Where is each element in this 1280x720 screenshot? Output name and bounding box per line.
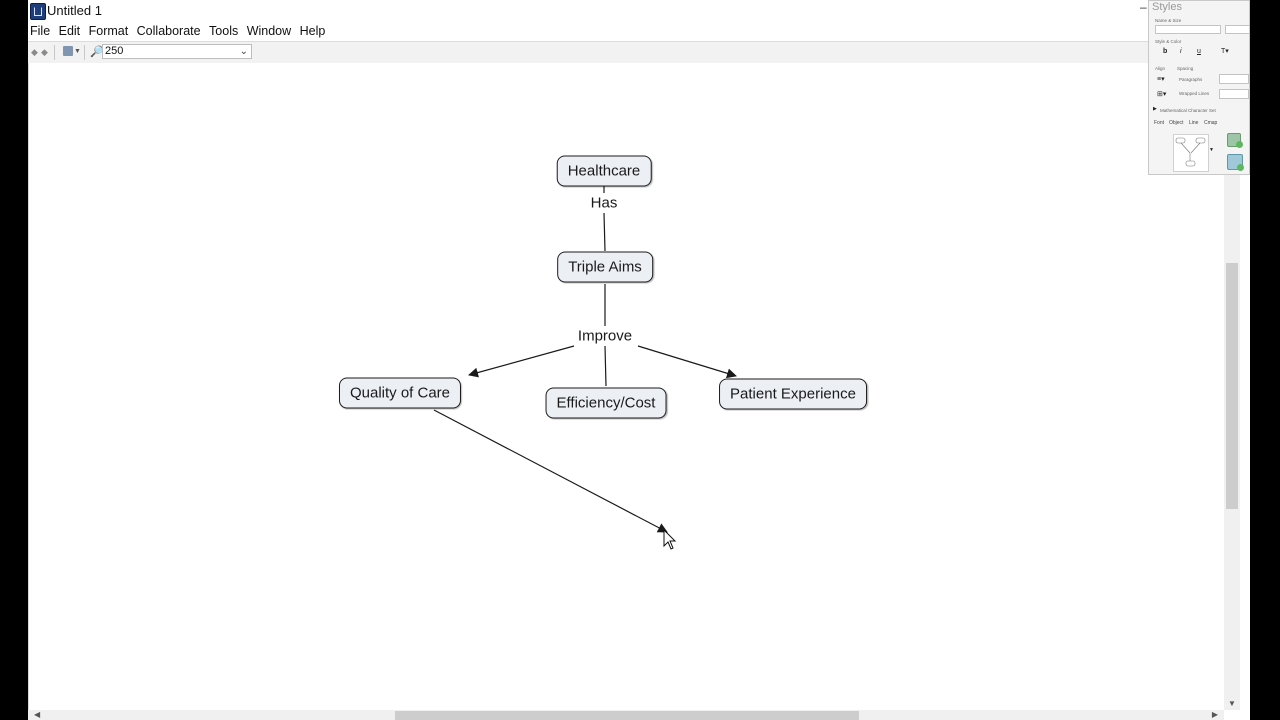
menu-window[interactable]: Window xyxy=(246,24,292,38)
screen-edge xyxy=(1250,0,1280,720)
map-preview-icon xyxy=(1175,137,1206,167)
menu-format[interactable]: Format xyxy=(88,24,129,38)
concept-healthcare[interactable]: Healthcare xyxy=(556,155,652,187)
bold-button[interactable]: b xyxy=(1163,48,1168,55)
forward-arrow-icon[interactable]: ◆ xyxy=(41,47,48,57)
minimize-icon[interactable]: – xyxy=(1140,0,1147,14)
paragraphs-spacing-input[interactable] xyxy=(1219,74,1249,84)
font-name-select[interactable] xyxy=(1155,25,1221,34)
menu-edit[interactable]: Edit xyxy=(58,24,81,38)
print-icon[interactable] xyxy=(63,46,73,56)
styles-panel-title: Styles xyxy=(1152,1,1182,13)
connector-line[interactable] xyxy=(604,345,607,387)
connector-arrow[interactable] xyxy=(637,345,737,379)
drag-connector-arrow[interactable] xyxy=(433,409,668,533)
vertical-scroll-thumb[interactable] xyxy=(1226,263,1238,509)
menu-file[interactable]: File xyxy=(30,24,51,38)
character-set-label[interactable]: Mathematical Character Set xyxy=(1160,108,1216,113)
wrapped-lines-label: Wrapped Lines xyxy=(1179,91,1210,96)
expand-triangle-icon[interactable]: ▶ xyxy=(1153,106,1157,112)
name-size-label: Name & Size xyxy=(1155,18,1182,23)
align-label: Align xyxy=(1155,66,1166,71)
menu-collaborate[interactable]: Collaborate xyxy=(136,24,201,38)
connector-line[interactable] xyxy=(603,212,606,252)
app-window: Untitled 1 File Edit Format Collaborate … xyxy=(28,0,1250,720)
back-arrow-icon[interactable]: ◆ xyxy=(31,47,38,57)
scroll-left-arrow-icon[interactable]: ◀ xyxy=(34,710,41,719)
zoom-value: 250 xyxy=(105,45,124,57)
title-bar: Untitled 1 xyxy=(28,0,1148,22)
horizontal-scrollbar[interactable]: ◀ ▶ xyxy=(28,710,1224,720)
styles-panel: Styles Name & Size Style & Color b i u T… xyxy=(1148,0,1250,175)
concept-quality-of-care[interactable]: Quality of Care xyxy=(338,377,462,409)
toolbar: ◆ ◆ ▼ 🔎 250 ⌄ xyxy=(28,41,1250,64)
align-center-icon[interactable]: ≡▾ xyxy=(1157,76,1165,83)
zoom-icon: 🔎 xyxy=(90,46,104,58)
text-color-icon[interactable]: T▾ xyxy=(1221,48,1229,55)
tab-object[interactable]: Object xyxy=(1169,120,1184,126)
underline-button[interactable]: u xyxy=(1197,48,1201,55)
italic-button[interactable]: i xyxy=(1180,48,1182,55)
new-style-sheet-icon[interactable] xyxy=(1227,154,1244,171)
tab-font[interactable]: Font xyxy=(1154,120,1165,126)
toolbar-separator xyxy=(84,45,85,60)
linking-phrase-improve[interactable]: Improve xyxy=(575,327,635,345)
connector-arrow[interactable] xyxy=(468,345,575,378)
wrapped-lines-spacing-input[interactable] xyxy=(1219,89,1249,99)
chevron-down-icon[interactable]: ⌄ xyxy=(239,46,248,57)
window-title: Untitled 1 xyxy=(47,3,102,18)
mouse-cursor-icon xyxy=(663,528,677,550)
paragraphs-label: Paragraphs xyxy=(1179,77,1203,82)
scroll-down-arrow-icon[interactable]: ▼ xyxy=(1228,699,1236,708)
menu-bar: File Edit Format Collaborate Tools Windo… xyxy=(28,22,1148,41)
zoom-select[interactable]: 250 ⌄ xyxy=(102,44,252,59)
style-preview-thumbnail[interactable] xyxy=(1173,134,1209,172)
chevron-down-icon[interactable]: ▼ xyxy=(74,48,81,55)
spacing-label: Spacing xyxy=(1177,66,1194,71)
scroll-right-arrow-icon[interactable]: ▶ xyxy=(1211,710,1218,719)
connection-lines xyxy=(433,186,737,550)
concept-map-canvas[interactable]: Healthcare Has Triple Aims Improve Quali… xyxy=(28,63,1225,710)
add-style-icon[interactable] xyxy=(1227,133,1243,148)
concept-triple-aims[interactable]: Triple Aims xyxy=(557,251,653,283)
tab-cmap[interactable]: Cmap xyxy=(1204,120,1218,126)
menu-tools[interactable]: Tools xyxy=(209,24,239,38)
tab-line[interactable]: Line xyxy=(1189,120,1199,126)
vertical-scrollbar[interactable]: ▼ xyxy=(1224,63,1240,710)
toolbar-separator xyxy=(54,45,55,60)
concept-patient-experience[interactable]: Patient Experience xyxy=(719,378,867,410)
linking-phrase-has[interactable]: Has xyxy=(588,194,620,212)
chevron-down-icon[interactable]: ▼ xyxy=(1209,147,1214,153)
align-vertical-icon[interactable]: ⊞▾ xyxy=(1157,91,1167,98)
font-size-select[interactable] xyxy=(1225,25,1249,34)
horizontal-scroll-thumb[interactable] xyxy=(395,711,859,720)
style-color-label: Style & Color xyxy=(1155,39,1182,44)
menu-help[interactable]: Help xyxy=(299,24,326,38)
concept-efficiency-cost[interactable]: Efficiency/Cost xyxy=(545,387,667,419)
app-icon xyxy=(30,3,46,20)
